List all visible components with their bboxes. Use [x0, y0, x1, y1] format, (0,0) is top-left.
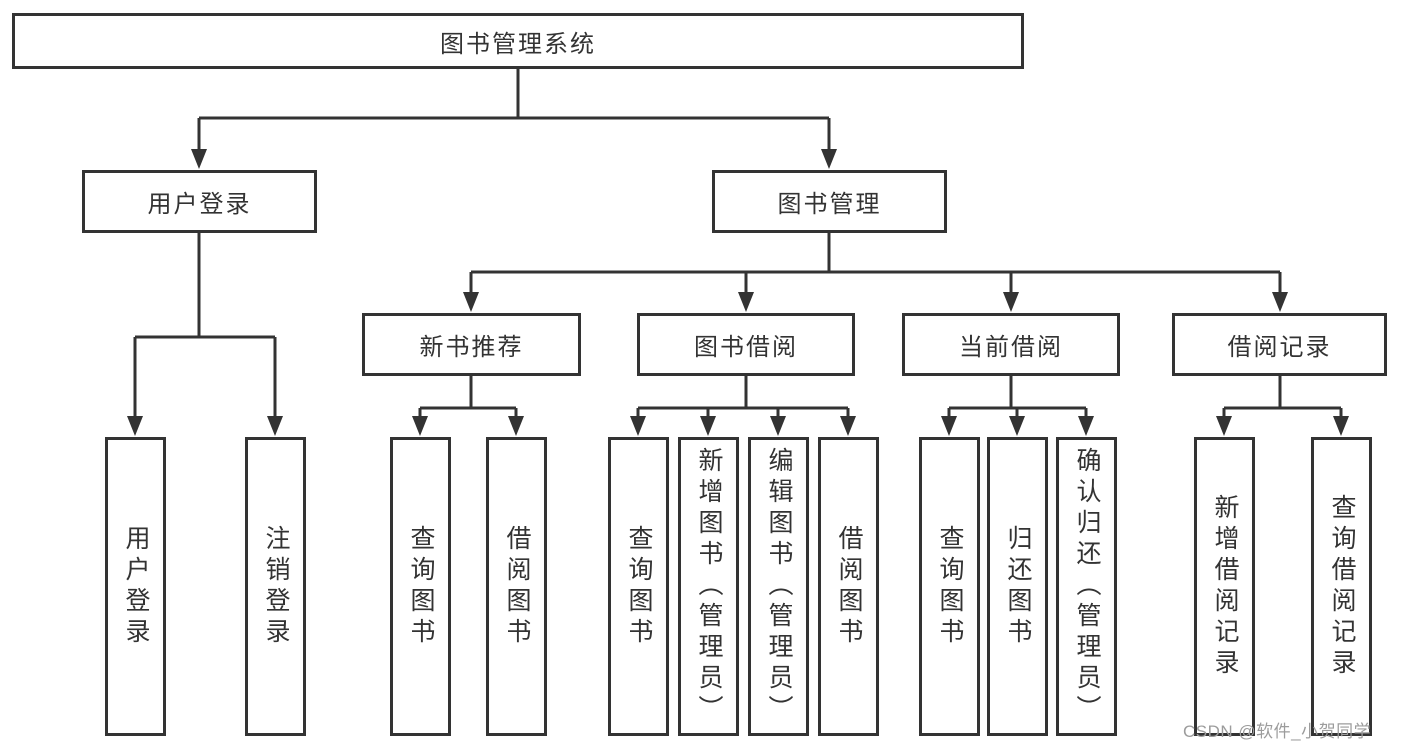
- leaf-label: 新增借阅记录: [1211, 493, 1239, 680]
- node-label: 用户登录: [147, 191, 252, 218]
- leaf-label: 查询图书: [407, 524, 435, 649]
- leaf-user-login: 用户登录: [105, 437, 166, 736]
- node-book-borrowing: 图书借阅: [637, 313, 855, 376]
- leaf-add-books-admin: 新增图书（管理员）: [678, 437, 739, 736]
- leaf-query-books-current: 查询图书: [919, 437, 980, 736]
- tree-branch-lines: [133, 69, 1343, 420]
- leaf-borrow-books: 借阅图书: [818, 437, 879, 736]
- node-user-login: 用户登录: [82, 170, 317, 233]
- leaf-label: 查询图书: [936, 524, 964, 649]
- node-book-management: 图书管理: [712, 170, 947, 233]
- new-book-branch-line: [418, 376, 518, 420]
- current-borrow-branch-line: [947, 376, 1088, 420]
- node-label: 当前借阅: [959, 334, 1063, 361]
- node-new-book-recommendation: 新书推荐: [362, 313, 581, 376]
- arrow-down-icon: [1009, 416, 1025, 436]
- leaf-logout: 注销登录: [245, 437, 306, 736]
- arrow-down-icon: [1272, 292, 1288, 312]
- arrow-down-icon: [821, 149, 837, 169]
- arrow-down-icon: [1078, 416, 1094, 436]
- node-label: 新书推荐: [419, 334, 524, 361]
- leaf-borrow-books-recommend: 借阅图书: [486, 437, 547, 736]
- leaf-label: 借阅图书: [503, 524, 531, 649]
- leaf-label: 新增图书（管理员）: [695, 447, 723, 726]
- arrow-down-icon: [770, 416, 786, 436]
- arrow-down-icon: [630, 416, 646, 436]
- node-current-borrowing: 当前借阅: [902, 313, 1120, 376]
- leaf-query-borrow-record: 查询借阅记录: [1311, 437, 1372, 736]
- leaf-return-books: 归还图书: [987, 437, 1048, 736]
- leaf-edit-books-admin: 编辑图书（管理员）: [748, 437, 809, 736]
- arrow-down-icon: [1333, 416, 1349, 436]
- leaf-label: 归还图书: [1004, 524, 1032, 649]
- book-management-branch-line: [469, 233, 1282, 296]
- leaf-label: 确认归还（管理员）: [1073, 447, 1101, 726]
- leaf-query-books-recommend: 查询图书: [390, 437, 451, 736]
- csdn-watermark: CSDN @软件_小贺同学: [1183, 722, 1372, 741]
- leaf-label: 编辑图书（管理员）: [765, 447, 793, 726]
- leaf-query-books-borrowing: 查询图书: [608, 437, 669, 736]
- user-login-branch-line: [133, 233, 277, 420]
- book-borrow-branch-line: [636, 376, 850, 420]
- arrow-down-icon: [1216, 416, 1232, 436]
- node-library-management-system: 图书管理系统: [12, 13, 1024, 69]
- arrowheads: [127, 149, 1349, 436]
- root-stem-line: [197, 69, 831, 152]
- arrow-down-icon: [1003, 292, 1019, 312]
- node-label: 借阅记录: [1227, 334, 1332, 361]
- arrow-down-icon: [463, 292, 479, 312]
- node-label: 图书管理: [777, 191, 882, 218]
- arrow-down-icon: [840, 416, 856, 436]
- leaf-label: 用户登录: [122, 524, 150, 649]
- leaf-label: 注销登录: [262, 524, 290, 649]
- arrow-down-icon: [267, 416, 283, 436]
- leaf-confirm-return-admin: 确认归还（管理员）: [1056, 437, 1117, 736]
- arrow-down-icon: [508, 416, 524, 436]
- leaf-label: 查询借阅记录: [1328, 493, 1356, 680]
- arrow-down-icon: [412, 416, 428, 436]
- node-label: 图书借阅: [694, 334, 798, 361]
- arrow-down-icon: [127, 416, 143, 436]
- borrow-records-branch-line: [1222, 376, 1343, 420]
- arrow-down-icon: [191, 149, 207, 169]
- arrow-down-icon: [738, 292, 754, 312]
- node-borrowing-records: 借阅记录: [1172, 313, 1387, 376]
- arrow-down-icon: [700, 416, 716, 436]
- arrow-down-icon: [941, 416, 957, 436]
- leaf-label: 查询图书: [625, 524, 653, 649]
- leaf-label: 借阅图书: [835, 524, 863, 649]
- leaf-add-borrow-record: 新增借阅记录: [1194, 437, 1255, 736]
- node-label: 图书管理系统: [440, 30, 596, 58]
